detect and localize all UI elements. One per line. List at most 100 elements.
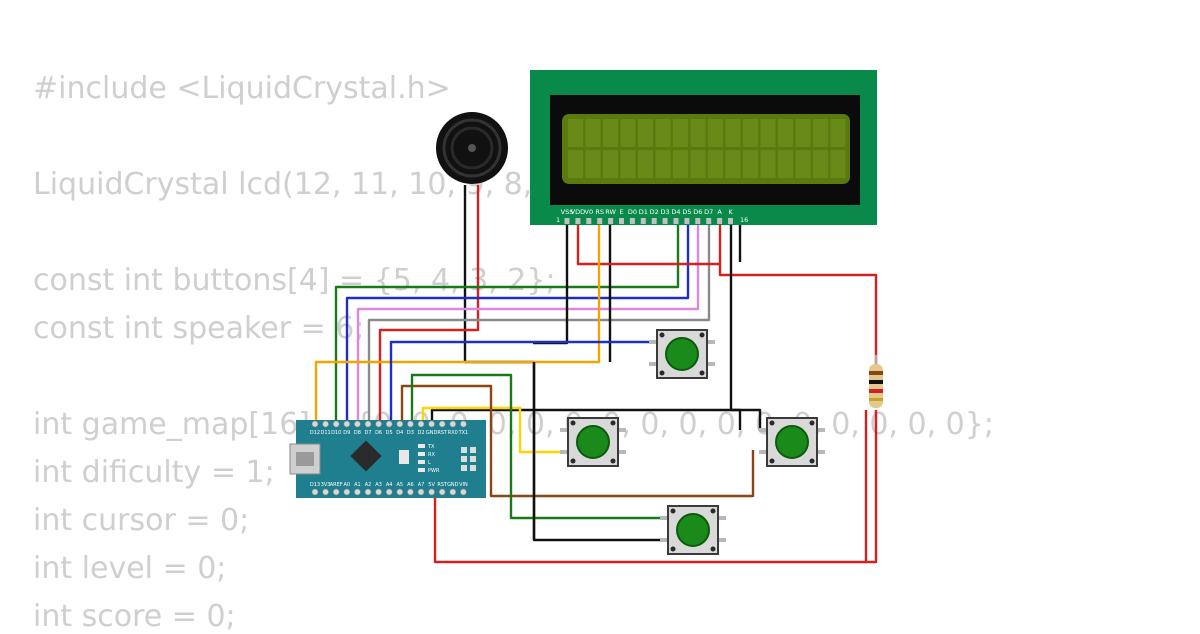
nano-pin[interactable] bbox=[428, 420, 435, 428]
nano-pin[interactable] bbox=[460, 488, 467, 496]
nano-pin[interactable] bbox=[311, 488, 319, 496]
buzzer-ring bbox=[442, 118, 502, 178]
nano-pin[interactable] bbox=[332, 488, 340, 496]
nano-pin[interactable] bbox=[354, 488, 361, 496]
nano-pin[interactable] bbox=[407, 488, 414, 496]
nano-reset-button[interactable] bbox=[399, 450, 409, 464]
lcd-char-cell bbox=[603, 119, 618, 147]
button-cap[interactable] bbox=[775, 425, 809, 459]
nano-pin-label: D3 bbox=[407, 430, 414, 436]
lcd-pin-label: D1 bbox=[639, 208, 648, 216]
nano-pin[interactable] bbox=[343, 488, 351, 496]
button-corner-dot bbox=[710, 546, 716, 552]
nano-pin[interactable] bbox=[375, 488, 382, 496]
lcd-char-cell bbox=[795, 150, 811, 178]
nano-pin[interactable] bbox=[396, 488, 404, 496]
wire-lcd-e-blue[interactable] bbox=[345, 220, 690, 420]
nano-pin[interactable] bbox=[449, 488, 457, 496]
button-leg bbox=[560, 428, 568, 432]
wire-btn2-yellow[interactable] bbox=[421, 406, 568, 454]
nano-pin[interactable] bbox=[385, 488, 393, 496]
nano-pin[interactable] bbox=[449, 420, 457, 428]
lcd-pin[interactable] bbox=[564, 218, 570, 224]
lcd-pin-label: D3 bbox=[661, 208, 670, 216]
nano-pin[interactable] bbox=[364, 420, 372, 428]
wire-btn4-green[interactable] bbox=[410, 373, 668, 520]
nano-pin[interactable] bbox=[438, 488, 446, 496]
wire-gnd-black[interactable] bbox=[430, 408, 534, 420]
nano-pin[interactable] bbox=[375, 420, 382, 428]
lcd-pin-label: D0 bbox=[628, 208, 637, 216]
lcd-pin[interactable] bbox=[684, 218, 690, 224]
lcd-pin[interactable] bbox=[608, 218, 614, 224]
wire-lcd-v0-orange[interactable] bbox=[314, 220, 601, 420]
wire-buzzer-red[interactable] bbox=[378, 185, 480, 420]
lcd-pin[interactable] bbox=[629, 218, 635, 224]
lcd-pin[interactable] bbox=[619, 218, 624, 224]
button-corner-dot bbox=[769, 458, 775, 464]
wire-lcd-rs-green[interactable] bbox=[334, 220, 680, 420]
lcd-pin[interactable] bbox=[673, 218, 679, 224]
nano-board bbox=[296, 420, 486, 498]
lcd-pin[interactable] bbox=[695, 218, 701, 224]
nano-pin[interactable] bbox=[322, 420, 329, 428]
button-cap[interactable] bbox=[576, 425, 610, 459]
resistor[interactable] bbox=[869, 355, 883, 408]
wire-btn3-brown[interactable] bbox=[400, 384, 755, 498]
nano-pin[interactable] bbox=[354, 420, 361, 428]
nano-pin[interactable] bbox=[417, 488, 425, 496]
lcd-char-cell bbox=[620, 119, 636, 147]
lcd-pin[interactable] bbox=[597, 218, 603, 224]
button-corner-dot bbox=[659, 370, 665, 376]
wire-lcd-vss-black[interactable] bbox=[533, 220, 569, 345]
pushbutton-4[interactable] bbox=[660, 505, 726, 555]
wire-lcd-vdd-red[interactable] bbox=[576, 220, 720, 266]
nano-pin[interactable] bbox=[407, 420, 414, 428]
lcd-pin[interactable] bbox=[586, 218, 592, 224]
lcd-char-cell bbox=[620, 150, 636, 178]
lcd-pin-label: VSS bbox=[561, 208, 574, 216]
wire-btn1-blue[interactable] bbox=[389, 340, 658, 420]
button-cap[interactable] bbox=[676, 513, 710, 547]
nano-pin[interactable] bbox=[438, 420, 446, 428]
nano-pin[interactable] bbox=[417, 420, 425, 428]
nano-pin-label: D8 bbox=[354, 430, 361, 436]
lcd-pin[interactable] bbox=[640, 218, 646, 224]
lcd-pin[interactable] bbox=[706, 218, 712, 224]
lcd-char-cell bbox=[743, 119, 758, 147]
nano-pin[interactable] bbox=[332, 420, 340, 428]
button-cap[interactable] bbox=[665, 337, 699, 371]
lcd-pin[interactable] bbox=[717, 218, 723, 224]
lcd-pin[interactable] bbox=[728, 218, 733, 224]
nano-pin[interactable] bbox=[322, 488, 329, 496]
nano-pin-label: TX1 bbox=[458, 430, 469, 436]
lcd-pin-label: D2 bbox=[650, 208, 659, 216]
nano-pin[interactable] bbox=[460, 420, 467, 428]
wire-lcd-k-black[interactable] bbox=[729, 220, 776, 432]
wire-resistor-red[interactable] bbox=[866, 410, 878, 564]
nano-pin[interactable] bbox=[385, 420, 393, 428]
nano-led-l bbox=[418, 460, 425, 464]
lcd-char-cell bbox=[760, 150, 776, 178]
wire-lcd-d5-gray[interactable] bbox=[367, 220, 711, 420]
lcd-pin[interactable] bbox=[662, 218, 668, 224]
wire-gnd-rail-black[interactable] bbox=[534, 408, 742, 430]
pushbutton-1[interactable] bbox=[649, 329, 715, 379]
nano-label-tx: TX bbox=[427, 444, 435, 450]
wire-lcd-a-red[interactable] bbox=[718, 220, 878, 372]
nano-pin[interactable] bbox=[364, 488, 372, 496]
nano-pin[interactable] bbox=[311, 420, 319, 428]
nano-pin[interactable] bbox=[428, 488, 435, 496]
buzzer[interactable] bbox=[436, 112, 508, 184]
nano-pin[interactable] bbox=[343, 420, 351, 428]
pushbutton-2[interactable] bbox=[560, 417, 626, 467]
wire-5v-red[interactable] bbox=[433, 410, 868, 564]
lcd-pin[interactable] bbox=[651, 218, 657, 224]
nano-pin[interactable] bbox=[396, 420, 404, 428]
pushbutton-3[interactable] bbox=[759, 417, 825, 467]
lcd-pin[interactable] bbox=[575, 218, 581, 224]
